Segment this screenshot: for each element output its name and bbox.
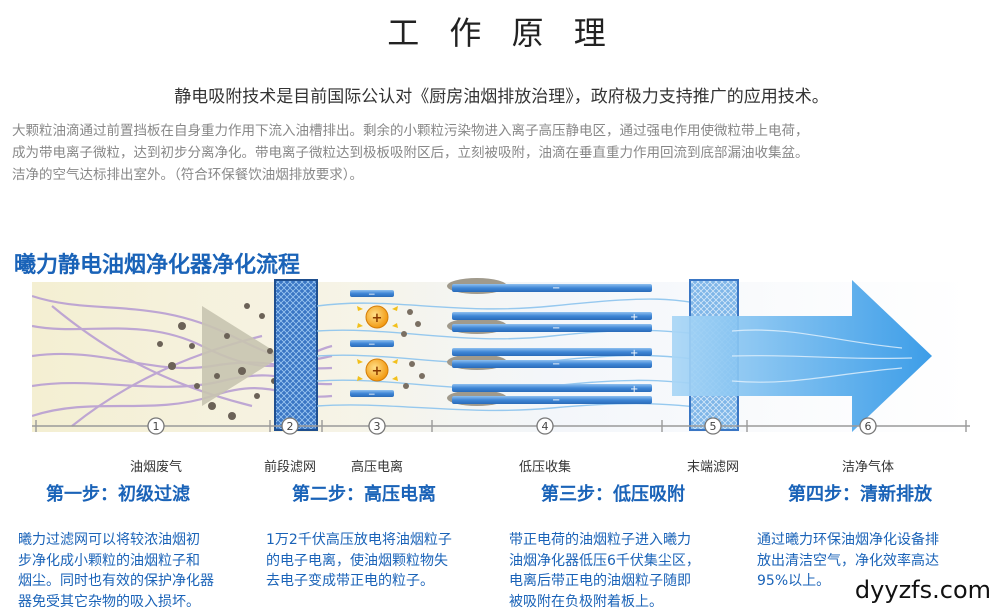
intake-arrow [202,306,282,406]
step-text-line: 95%以上。 [757,573,831,589]
step-text-line: 器免受其它杂物的吸入损坏。 [18,593,200,610]
step-2-text: 1万2千伏高压放电将油烟粒子 的电子电离，使油烟颗粒物失 去电子变成带正电的粒子… [266,530,452,592]
step-text-line: 曦力过滤网可以将较浓油烟初 [18,532,200,548]
ionizer-minus-signs: − − − [368,290,376,400]
marker-6: 6 [859,417,877,435]
step-text-line: 烟尘。同时也有效的保护净化器 [18,573,214,589]
marker-1: 1 [147,417,165,435]
page-title: 工 作 原 理 [387,14,616,52]
minus-sign: − [552,283,560,294]
timeline-labels: 油烟废气 前段滤网 高压电离 低压收集 末端滤网 洁净气体 [130,459,894,475]
ion-plus-signs: + + [372,311,383,379]
step-3-title: 第三步：低压吸附 [541,484,685,505]
marker-label: 末端滤网 [687,460,739,475]
ionizer-plates [350,290,394,397]
timeline-ticks [35,420,967,432]
plus-sign: + [630,384,638,395]
step-1-title: 第一步：初级过滤 [46,484,190,505]
marker-number: 5 [710,420,717,433]
process-diagram: − − − + + [32,276,970,478]
step-4-title: 第四步：清新排放 [788,484,932,505]
step-text-line: 1万2千伏高压放电将油烟粒子 [266,532,452,548]
marker-label: 高压电离 [351,459,403,475]
marker-label: 前段滤网 [264,459,316,475]
ion-sparks [357,306,398,381]
marker-2: 2 [281,417,299,435]
step-2-title: 第二步：高压电离 [292,484,436,505]
plus-sign: + [372,364,383,379]
ion-particles [365,305,389,382]
step-text-line: 带正电荷的油烟粒子进入曦力 [509,532,691,548]
description-line: 大颗粒油滴通过前置挡板在自身重力作用下流入油槽排出。剩余的小颗粒污染物进入离子高… [12,123,809,139]
lead-sentence: 静电吸附技术是目前国际公认对《厨房油烟排放治理》，政府极力支持推广的应用技术。 [174,87,829,107]
minus-sign: − [552,359,560,370]
process-title: 曦力静电油烟净化器净化流程 [14,253,301,278]
step-text-line: 的电子电离，使油烟颗粒物失 [266,552,448,569]
step-text-line: 被吸附在负极附着板上。 [509,593,663,610]
plus-sign: + [372,311,383,326]
marker-5: 5 [704,417,722,435]
step-text-line: 油烟净化器低压6千伏集尘区， [509,552,700,569]
collector-plates [452,284,652,404]
step-text-line: 去电子变成带正电的粒子。 [266,573,434,589]
marker-label: 洁净气体 [842,459,894,475]
step-text-line: 电离后带正电的油烟粒子随即 [509,573,691,589]
collector-signs: − + − + − + − [552,283,638,406]
description: 大颗粒油滴通过前置挡板在自身重力作用下流入油槽排出。剩余的小颗粒污染物进入离子高… [12,120,997,186]
step-1-text: 曦力过滤网可以将较浓油烟初 步净化成小颗粒的油烟粒子和 烟尘。同时也有效的保护净… [18,530,214,612]
step-text-line: 放出清洁空气，净化效率高达 [757,552,939,569]
description-line: 洁净的空气达标排出室外。（符合环保餐饮油烟排放要求）。 [12,167,363,183]
plus-sign: + [630,312,638,323]
step-text-line: 通过曦力环保油烟净化设备排 [757,532,939,548]
marker-label: 低压收集 [519,459,571,475]
marker-label: 油烟废气 [130,459,182,475]
watermark: dyyzfs.com [854,576,991,604]
minus-sign: − [368,340,376,350]
marker-3: 3 [368,417,386,435]
step-4-text: 通过曦力环保油烟净化设备排 放出清洁空气，净化效率高达 95%以上。 [757,530,939,592]
output-streams [731,329,913,383]
ionizer-particles [401,309,425,389]
minus-sign: − [552,395,560,406]
timeline-markers: 1 2 3 4 5 6 [147,417,877,435]
dirt-particles [157,303,277,420]
minus-sign: − [368,390,376,400]
marker-number: 6 [865,420,872,433]
marker-number: 3 [374,420,381,433]
minus-sign: − [368,290,376,300]
description-line: 成为带电离子微粒，达到初步分离净化。带电离子微粒达到极板吸附区后，立刻被吸附，油… [12,145,809,161]
plus-sign: + [630,348,638,359]
marker-number: 4 [542,420,549,433]
front-filter [274,279,318,431]
minus-sign: − [552,323,560,334]
marker-number: 2 [287,420,294,433]
marker-number: 1 [153,420,160,433]
step-3-text: 带正电荷的油烟粒子进入曦力 油烟净化器低压6千伏集尘区， 电离后带正电的油烟粒子… [509,530,700,612]
marker-4: 4 [536,417,554,435]
step-text-line: 步净化成小颗粒的油烟粒子和 [18,552,200,569]
